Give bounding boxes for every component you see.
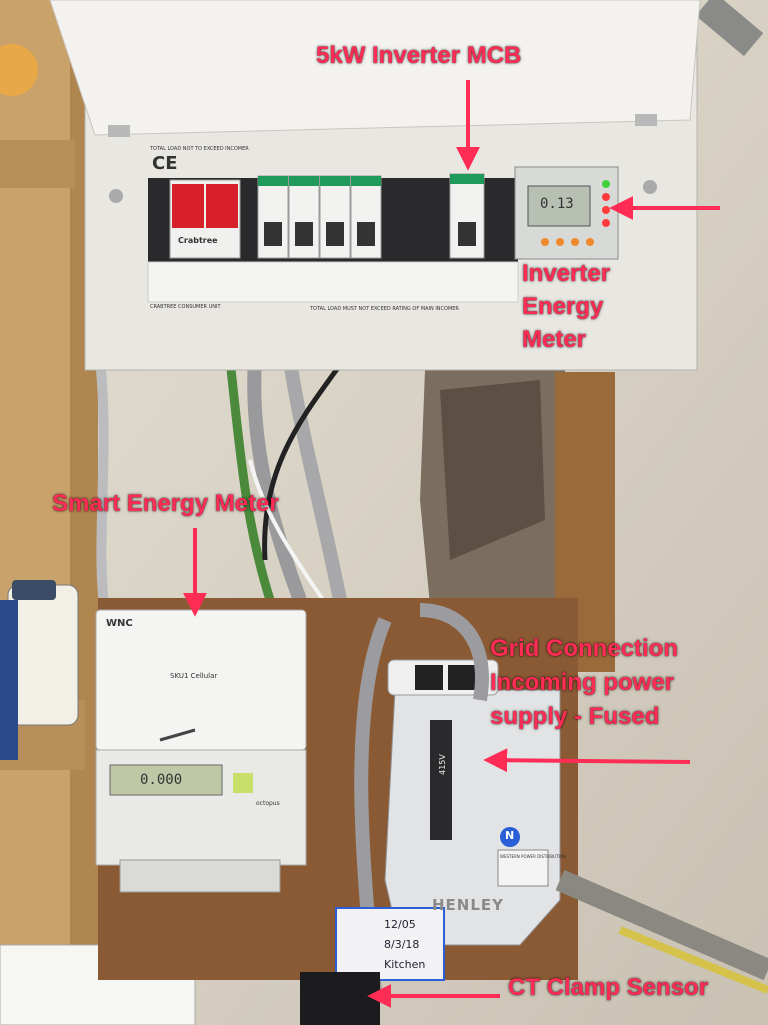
cutout-label: WESTERN POWER DISTRIBUTION xyxy=(500,854,566,859)
screw xyxy=(643,180,657,194)
tag-handwriting-1: 12/05 xyxy=(384,918,416,931)
ce-mark: CE xyxy=(152,153,178,174)
annotation-inverter-meter-3: Meter xyxy=(522,326,587,353)
ct-clamp-sensor xyxy=(300,972,380,1025)
cutout-rating: 415V xyxy=(437,754,447,775)
tag xyxy=(335,907,445,981)
annotation-grid-3: supply - Fused xyxy=(490,703,660,730)
consumer-unit-model: CRABTREE CONSUMER UNIT xyxy=(150,304,221,310)
inverter-meter-lcd: 0.13 xyxy=(540,196,574,212)
annotation-smart-meter: Smart Energy Meter xyxy=(52,490,279,517)
meter-brand: WNC xyxy=(106,618,133,629)
neutral-mark: N xyxy=(505,829,515,842)
meter-lcd: 0.000 xyxy=(140,772,183,788)
annotation-grid-2: Incoming power xyxy=(490,669,675,696)
jar xyxy=(7,584,79,726)
shelf xyxy=(0,140,75,188)
smart-energy-meter xyxy=(95,609,307,751)
meter-model: SKU1 Cellular xyxy=(170,672,218,680)
annotation-ct-clamp: CT Clamp Sensor xyxy=(508,974,709,1001)
arrow-grid xyxy=(483,748,691,773)
annotation-inverter-meter-1: Inverter xyxy=(522,260,611,287)
annotation-inverter-mcb: 5kW Inverter MCB xyxy=(316,42,522,69)
consumer-unit-lid xyxy=(49,0,701,136)
tag-handwriting-3: Kitchen xyxy=(384,958,426,971)
cutout-brand: HENLEY xyxy=(432,896,505,914)
consumer-unit-label: TOTAL LOAD NOT TO EXCEED INCOMER xyxy=(150,146,249,152)
meter-brand-2: octopus xyxy=(256,800,280,807)
annotation-grid-1: Grid Connection xyxy=(490,635,678,662)
annotation-inverter-meter-2: Energy xyxy=(522,293,604,320)
consumer-unit-brand: Crabtree xyxy=(178,236,218,245)
tag-handwriting-2: 8/3/18 xyxy=(384,938,420,951)
consumer-unit-footer: TOTAL LOAD MUST NOT EXCEED RATING OF MAI… xyxy=(310,306,459,312)
